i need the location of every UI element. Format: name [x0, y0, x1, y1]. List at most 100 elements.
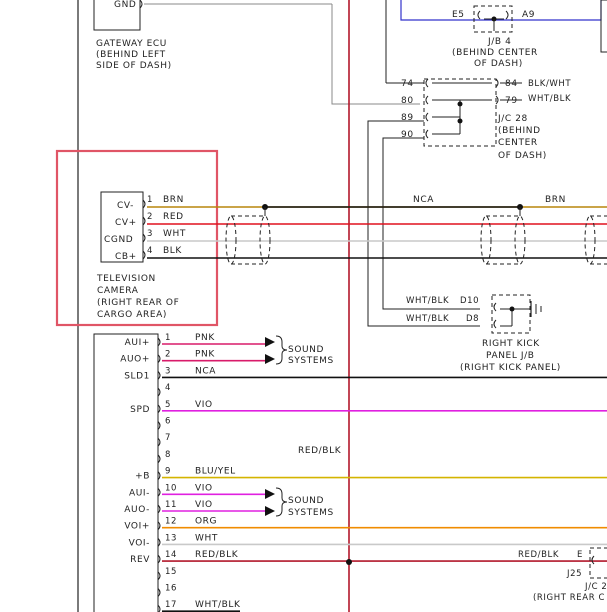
ecu-pin-num: 1	[165, 333, 171, 343]
kick-pin-d8: D8	[466, 314, 479, 324]
jc28: 74 80 89 90 84 79 BLK/WHT WHT/BLK J/C 28…	[401, 78, 571, 161]
ecu-pin-num: 7	[165, 433, 171, 443]
ecu-pin-terminal	[157, 404, 161, 414]
jc28-label-2: (BEHIND	[498, 126, 541, 136]
sound-bot-2: SYSTEMS	[288, 508, 334, 518]
ecu-pin-num: 10	[165, 483, 177, 493]
camera-pin-num-2: 2	[147, 212, 153, 222]
jc25: RED/BLK E J25 J/C 2 (RIGHT REAR C	[518, 547, 607, 603]
jb4-pin-a9: A9	[522, 10, 535, 20]
ecu-pin-name: AUO+	[120, 355, 150, 365]
ecu-pin-terminal	[157, 387, 161, 397]
camera-label-4: CARGO AREA)	[97, 310, 167, 320]
ecu-connector-box	[93, 333, 159, 612]
ecu-pin-num: 15	[165, 567, 177, 577]
kick-label-1: RIGHT KICK	[482, 339, 540, 349]
sound-top-2: SYSTEMS	[288, 356, 334, 366]
camera-label-2: CAMERA	[97, 286, 139, 296]
gateway-ecu: GND GATEWAY ECU (BEHIND LEFT SIDE OF DAS…	[93, 0, 332, 71]
jc28-label-3: CENTER	[498, 138, 538, 148]
jc28-label-1: J/C 28	[497, 114, 528, 124]
kick-pin-d10: D10	[460, 296, 479, 306]
ecu-pin-num: 12	[165, 517, 177, 527]
ecu-pin-terminal	[157, 354, 161, 364]
jb4: E5 A9 J/B 4 (BEHIND CENTER OF DASH)	[400, 0, 602, 69]
ecu-pin-terminal	[157, 371, 161, 380]
ecu-pin-terminal	[157, 554, 161, 564]
ecu-pin-num: 16	[165, 584, 177, 594]
arrow-icon	[265, 354, 275, 364]
ecu-pin-name: AUO-	[124, 505, 150, 515]
camera-pin-num-3: 3	[147, 229, 153, 239]
camera-pin-num-1: 1	[147, 195, 153, 205]
jc28-wire-wht-blk: WHT/BLK	[528, 94, 571, 104]
kick-label-2: PANEL J/B	[486, 351, 535, 361]
ecu-pin-terminal	[157, 337, 161, 347]
ecu-pin-name: VOI-	[129, 538, 150, 548]
gateway-gnd-pin: GND	[114, 0, 136, 10]
ecu-pin-num: 8	[165, 450, 171, 460]
television-camera: CV- CV+ CGND CB+ 1 2 3 4 BRN RED WHT BLK…	[96, 191, 186, 320]
sound-systems-top: SOUND SYSTEMS	[265, 335, 334, 366]
ecu-pin-name: +B	[135, 472, 150, 482]
camera-wire-2: RED	[163, 212, 184, 222]
shield-right	[584, 215, 607, 265]
ecu-pin-terminal	[157, 538, 161, 547]
arrow-icon	[265, 489, 275, 499]
right-edge-box	[600, 0, 607, 53]
ecu-pin-num: 6	[165, 417, 171, 427]
jb4-pin-e5: E5	[452, 10, 465, 20]
jb4-label-2: (BEHIND CENTER	[452, 48, 538, 58]
brn-right-label: BRN	[545, 195, 566, 205]
gateway-label-2: (BEHIND LEFT	[96, 50, 166, 60]
ecu-pin-num: 9	[165, 467, 171, 477]
ecu-pin-terminal	[157, 421, 161, 430]
ecu-pin-wire-label: NCA	[195, 366, 216, 376]
ecu-pin-name: SPD	[130, 405, 150, 415]
jc28-label-4: OF DASH)	[498, 151, 547, 161]
camera-wire-4: BLK	[163, 246, 182, 256]
ecu-pin-terminal	[157, 471, 161, 480]
kick-wire-1: WHT/BLK	[406, 296, 449, 306]
ecu-pin-terminal	[157, 604, 161, 612]
jc25-sub-label: J/C 2	[584, 582, 607, 592]
arrow-icon	[265, 337, 275, 347]
ecu-pin-name: VOI+	[124, 522, 150, 532]
camera-wire-1: BRN	[163, 195, 184, 205]
ecu-pin-name: SLD1	[124, 371, 150, 381]
jc25-location: (RIGHT REAR C	[533, 593, 605, 603]
jc28-wire-blk-wht: BLK/WHT	[528, 79, 571, 89]
camera-wire-3: WHT	[163, 229, 186, 239]
arrow-icon	[265, 506, 275, 516]
ecu-pin-terminal	[157, 571, 161, 581]
ecu-pin-terminal	[157, 521, 161, 531]
kick-wire-2: WHT/BLK	[406, 314, 449, 324]
ecu-pin-num: 11	[165, 500, 177, 510]
camera-pin-name-1: CV-	[117, 201, 134, 211]
ecu-pin-num: 5	[165, 400, 171, 410]
sound-bot-1: SOUND	[288, 496, 324, 506]
ecu-pin-wire-label: WHT/BLK	[195, 600, 241, 610]
shield-left	[225, 215, 271, 265]
red-blk-mid-label: RED/BLK	[298, 446, 342, 456]
sound-systems-bottom: SOUND SYSTEMS	[265, 487, 334, 518]
jb4-label-3: OF DASH)	[474, 59, 523, 69]
kick-label-3: (RIGHT KICK PANEL)	[460, 363, 561, 373]
ecu-pin-num: 17	[165, 600, 177, 610]
shield-mid	[480, 215, 526, 265]
ecu-pin-num: 3	[165, 366, 171, 376]
jc25-label: J25	[566, 569, 582, 579]
gateway-label-3: SIDE OF DASH)	[96, 61, 172, 71]
sound-top-1: SOUND	[288, 345, 324, 355]
rev-splice-point	[346, 559, 352, 565]
ecu-pin-num: 14	[165, 550, 177, 560]
ecu-pin-num: 2	[165, 350, 171, 360]
brace-icon	[275, 487, 288, 517]
ecu-pin-name: AUI-	[129, 488, 150, 498]
jc25-wire: RED/BLK	[518, 550, 559, 560]
ecu-pin-name: AUI+	[125, 338, 150, 348]
ecu-pin-num: 4	[165, 383, 171, 393]
ecu-pin-wire-label: BLU/YEL	[195, 467, 236, 477]
